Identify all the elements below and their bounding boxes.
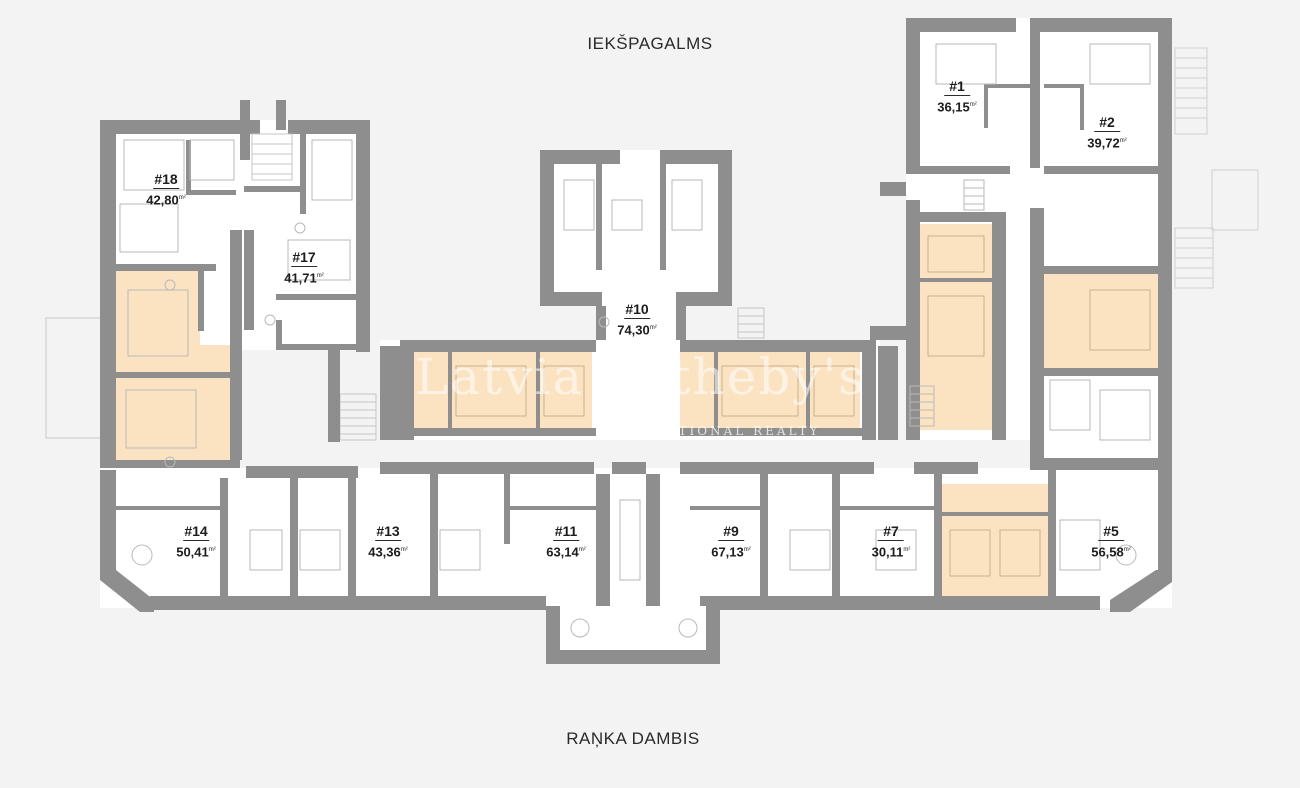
unit-area: 30,11 [871,544,904,560]
unit-number: #18 [154,171,178,187]
unit-area: 43,36 [368,544,401,560]
unit-label-2[interactable]: #2 39,72m² [1087,114,1127,151]
unit-label-1[interactable]: #1 36,15m² [937,78,977,115]
unit-number: #7 [883,523,899,539]
unit-number: #14 [184,523,208,539]
unit-label-11[interactable]: #11 63,14m² [546,523,586,560]
unit-number: #17 [292,249,316,265]
unit-label-10[interactable]: #10 74,30m² [617,301,657,338]
street-label-ranka-dambis: RAŅKA DAMBIS [566,729,700,748]
unit-area: 36,15 [937,99,970,115]
unit-number: #5 [1103,523,1119,539]
left-terrace [45,317,103,439]
south-block [100,458,1172,664]
unit-label-9[interactable]: #9 67,13m² [711,523,751,560]
unit-area: 63,14 [546,544,579,560]
unit-label-17[interactable]: #17 41,71m² [284,249,324,286]
unit-number: #13 [376,523,400,539]
unit-number: #1 [949,78,965,94]
unit-label-7[interactable]: #7 30,11m² [871,523,911,560]
left-wing [100,100,370,470]
unit-label-13[interactable]: #13 43,36m² [368,523,408,560]
unit-number: #10 [625,301,649,317]
unit-number: #9 [723,523,739,539]
right-wing [906,18,1172,468]
unit-number: #11 [554,523,578,539]
unit-area: 50,41 [176,544,209,560]
unit-label-18[interactable]: #18 42,80m² [146,171,186,208]
right-terraces [1174,47,1259,289]
unit-area: 67,13 [711,544,744,560]
unit-number: #2 [1099,114,1115,130]
unit-area: 39,72 [1087,135,1120,151]
unit-area: 42,80 [146,192,179,208]
unit-area: 74,30 [617,322,650,338]
unit-area: 56,58 [1091,544,1124,560]
unit-label-14[interactable]: #14 50,41m² [176,523,216,560]
street-label-courtyard: IEKŠPAGALMS [587,34,713,53]
corridor-walls [328,182,910,442]
unit-label-5[interactable]: #5 56,58m² [1091,523,1131,560]
unit-area: 41,71 [284,270,317,286]
center-row [380,307,880,440]
